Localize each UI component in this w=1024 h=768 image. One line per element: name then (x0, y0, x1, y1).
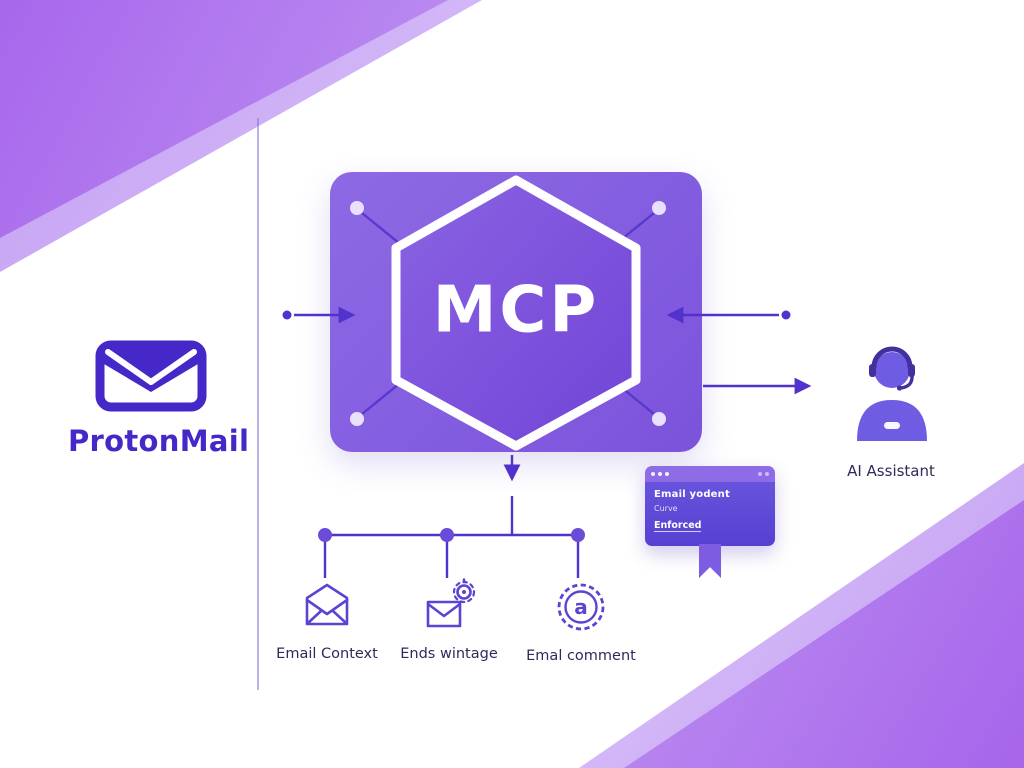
tool-label: Emal comment (526, 648, 636, 664)
bookmark-ribbon-icon (699, 544, 721, 578)
mcp-hub-panel: MCP (330, 172, 702, 452)
window-control-icon (765, 472, 769, 476)
card-title: Email yodent (654, 489, 730, 500)
window-dot-icon (665, 472, 669, 476)
protonmail-brand: ProtonMail (68, 340, 250, 458)
window-control-icon (758, 472, 762, 476)
envelope-icon (305, 583, 349, 626)
tool-email-settings: Ends wintage (387, 578, 511, 662)
brand-name: ProtonMail (68, 424, 250, 458)
assistant-label: AI Assistant (847, 462, 935, 480)
tree-node-dot-2 (440, 528, 454, 542)
tool-label: Email Context (276, 646, 378, 662)
envelope-logo-icon (95, 340, 207, 412)
vertical-divider (257, 118, 259, 690)
envelope-gear-icon (426, 578, 476, 628)
window-dot-icon (651, 472, 655, 476)
tool-email-comment: a Emal comment (519, 578, 643, 664)
window-dot-icon (658, 472, 662, 476)
card-subtitle: Curve (654, 504, 678, 513)
badge-letter: a (574, 595, 588, 619)
email-preview-card: Email yodent Curve Enforced (645, 466, 775, 546)
right-endpoint-dot (781, 310, 791, 320)
tree-node-dot-3 (571, 528, 585, 542)
support-agent-icon (857, 346, 927, 441)
tool-label: Ends wintage (400, 646, 498, 662)
hexagon-icon (350, 175, 666, 451)
browser-card-header (645, 466, 775, 482)
tool-email-context: Email Context (265, 578, 389, 662)
browser-card-body: Email yodent Curve Enforced (645, 482, 775, 546)
ai-assistant: AI Assistant (845, 340, 937, 480)
tree-node-dot-1 (318, 528, 332, 542)
badge-a-icon: a (557, 583, 605, 631)
mcp-label: MCP (432, 273, 600, 348)
card-link: Enforced (654, 520, 702, 532)
left-endpoint-dot (282, 310, 292, 320)
